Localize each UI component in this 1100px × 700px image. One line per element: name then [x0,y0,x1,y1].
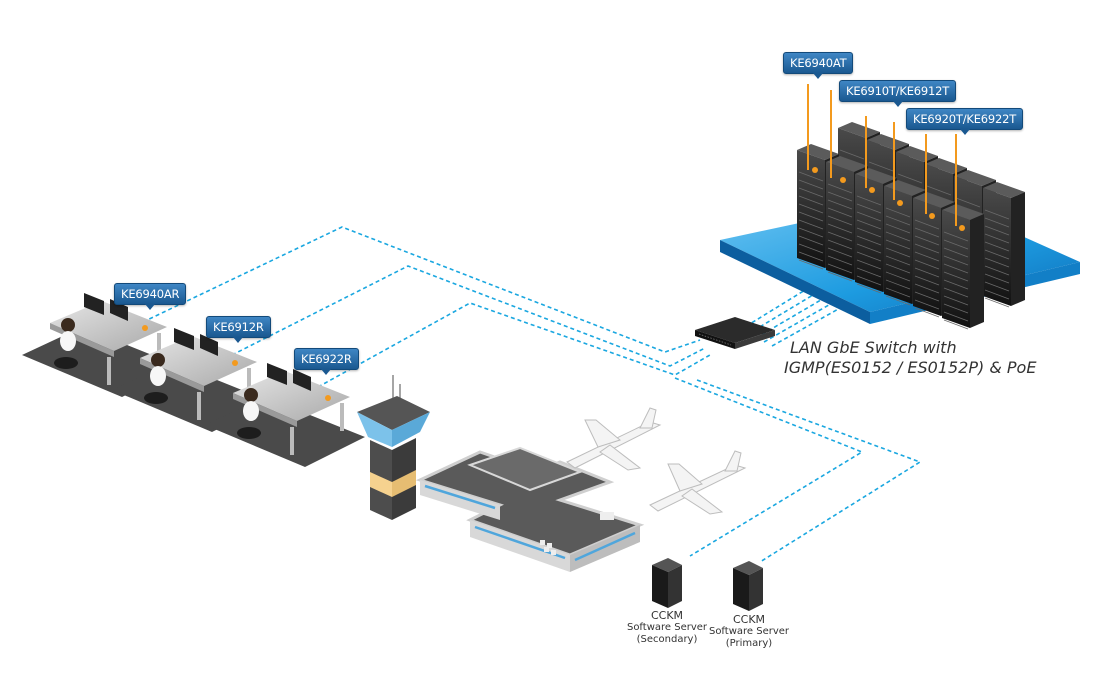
server-rack-icon [983,182,1025,308]
server-primary-line1: CCKM [732,613,766,626]
link-ke6922r [317,302,711,388]
port-dots [812,167,965,231]
server-caption-primary: CCKM Software Server (Primary) [699,614,799,650]
airplane-icon [649,450,747,515]
switch-caption-line2: IGMP(ES0152 / ES0152P) & PoE [784,358,1037,377]
server-caption-secondary: CCKM Software Server (Secondary) [617,610,717,646]
server-secondary-line1: CCKM [650,609,684,622]
link-ke6912r [231,265,706,367]
server-racks [797,122,1025,330]
callout-ke6922r: KE6922R [294,348,359,375]
link-server-primary [696,379,922,563]
callout-ke6940ar: KE6940AR [114,283,187,310]
server-secondary-line3: (Secondary) [636,634,698,645]
link-ke6940ar [142,226,701,353]
server-primary-line3: (Primary) [725,638,773,649]
switch-caption-line1: LAN GbE Switch with [790,338,957,357]
callout-leaders [807,84,957,226]
lan-switch-icon [695,317,775,349]
network-links [142,226,922,563]
workstations [22,293,365,467]
cckm-server-secondary-icon [652,558,682,608]
server-primary-line2: Software Server [708,626,790,637]
control-tower-icon [357,375,430,520]
link-switch-rack-5 [771,306,843,347]
callout-ke6912r: KE6912R [206,316,271,343]
cckm-server-primary-icon [733,561,763,611]
switch-caption: LAN GbE Switch with IGMP(ES0152 / ES0152… [784,338,1036,378]
callout-ke6940at: KE6940AT [783,52,854,79]
callout-ke6920t-ke6922t: KE6920T/KE6922T [906,108,1024,135]
airplane-icon [566,407,662,471]
server-rack-icon [942,204,984,330]
server-secondary-line2: Software Server [626,622,708,633]
link-server-secondary [674,377,864,557]
callout-ke6910t-ke6912t: KE6910T/KE6912T [839,80,957,107]
operator-workstation-icon [205,363,365,467]
terminal-building-icon [415,446,645,572]
